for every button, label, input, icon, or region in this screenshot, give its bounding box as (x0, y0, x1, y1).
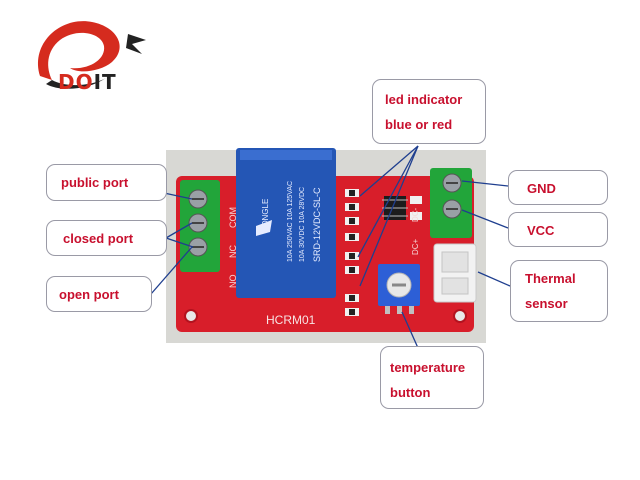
silk-nc: NC (228, 245, 238, 258)
logo-swirl-red (38, 21, 120, 80)
logo-text: DOIT (58, 70, 117, 94)
silk-dc-minus: DC- (411, 207, 420, 222)
silk-no: NO (228, 275, 238, 289)
pot-pin (397, 306, 402, 314)
pot-pin (409, 306, 414, 314)
label-gnd: GND (527, 181, 556, 196)
callout-open-port: open port (46, 276, 152, 312)
callout-vcc: VCC (508, 212, 608, 247)
label-public-port: public port (61, 175, 129, 190)
smd-pad (410, 196, 422, 204)
pointer-lines (150, 145, 511, 349)
relay-top (240, 150, 332, 160)
relay-spec-2: 10A 30VDC 10A 28VDC (299, 187, 306, 262)
mount-hole (184, 309, 198, 323)
label-thermal-line1: Thermal (525, 271, 576, 286)
callout-closed-port: closed port (46, 220, 167, 256)
relay-brand: SONGLE (261, 199, 270, 232)
relay (236, 148, 336, 298)
label-thermal-line2: sensor (525, 296, 568, 311)
callout-led-indicator: led indicator blue or red (372, 79, 486, 144)
relay-spec-1: 10A 250VAC 10A 125VAC (287, 181, 294, 262)
relay-model: SRD-12VDC-SL-C (312, 187, 322, 262)
callout-gnd: GND (508, 170, 608, 205)
smd-pad (410, 212, 422, 220)
callout-public-port: public port (46, 164, 167, 201)
logo-bird-icon (126, 34, 146, 54)
label-led-indicator-line2: blue or red (385, 117, 453, 132)
board-model: HCRM01 (266, 313, 316, 327)
mount-hole (453, 309, 467, 323)
label-vcc: VCC (527, 223, 555, 238)
doit-logo-icon (38, 21, 146, 89)
label-temperature-line2: button (390, 385, 431, 400)
logo-text-do: DO (58, 70, 94, 94)
label-closed-port: closed port (63, 231, 134, 246)
callout-thermal-sensor: Thermal sensor (510, 260, 608, 322)
label-temperature-line1: temperature (390, 360, 466, 375)
logo-text-it: IT (93, 70, 117, 94)
relay-logo-icon (256, 220, 272, 236)
callout-temperature-button: temperature button (380, 346, 484, 409)
silk-dc-plus: DC+ (411, 238, 420, 255)
logo-swirl-dark (46, 78, 106, 89)
label-led-indicator-line1: led indicator (385, 92, 463, 107)
silk-com: COM (228, 207, 238, 228)
label-open-port: open port (59, 287, 119, 302)
pot-pin (385, 306, 390, 314)
